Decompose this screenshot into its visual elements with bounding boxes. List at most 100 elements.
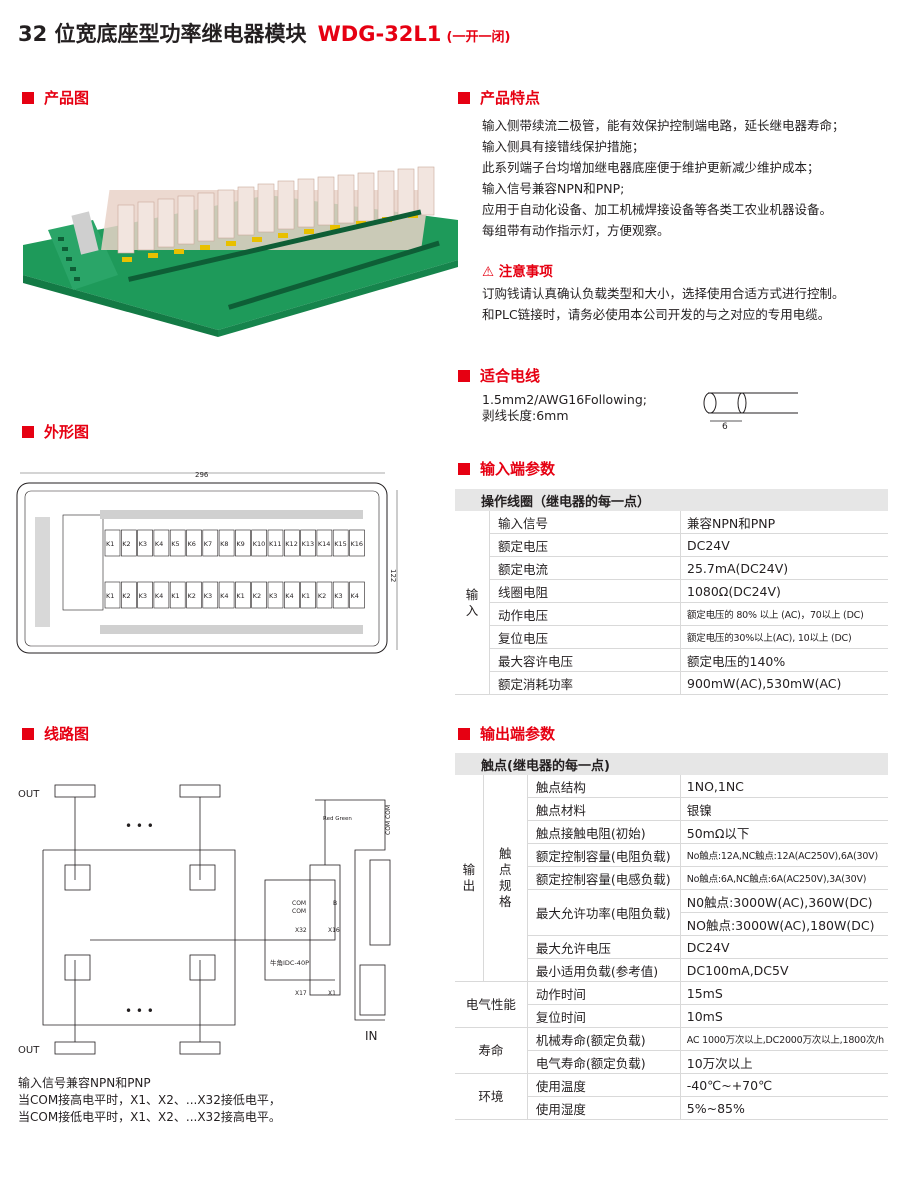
row-label: 机械寿命(额定负载) [526, 1027, 681, 1051]
relay-label: K2 [122, 540, 130, 548]
row-label: 最小适用负载(参考值) [526, 958, 681, 982]
section-marker [458, 462, 470, 475]
row-value: 额定电压的 80% 以上 (AC)，70以上 (DC) [680, 602, 888, 626]
com-label-rotated: COM COM [385, 805, 392, 835]
circuit-diagram: OUT OUT • • • • • • IN 牛角IDC-40P COM COM… [18, 784, 392, 1056]
wire-gauge: 1.5mm2/AWG16Following; [482, 392, 647, 407]
env-group-label: 环境 [455, 1073, 528, 1120]
relay-outline [153, 581, 170, 609]
section-label: 线路图 [44, 725, 90, 743]
height-dim: 122 [389, 569, 397, 582]
relay-outline [349, 529, 365, 557]
x16-label: X16 [328, 927, 340, 934]
table-row: 触点接触电阻(初始)50mΩ以下 [455, 820, 888, 844]
section-features: 产品特点 [458, 87, 540, 108]
table-row: 输出 触点规格 触点结构 1NO,1NC [455, 775, 888, 982]
relay-outline [332, 581, 349, 609]
relay-outline [121, 529, 137, 557]
feature-item: 每组带有动作指示灯，方便观察。 [482, 223, 670, 238]
row-label: 触点结构 [526, 775, 681, 798]
row-value: DC24V [679, 935, 888, 959]
relay-outline [251, 529, 267, 557]
relay-label: K6 [188, 540, 196, 548]
table-row: 寿命 机械寿命(额定负载) AC 1000万次以上,DC2000万次以上,180… [455, 1027, 888, 1074]
row-label: 电气寿命(额定负载) [526, 1050, 681, 1074]
section-marker [22, 727, 34, 740]
b-label: B [333, 900, 337, 907]
relay-label: K9 [236, 540, 244, 548]
row-label: 线圈电阻 [489, 579, 681, 603]
relay-label: K4 [155, 592, 163, 600]
relay-outline [104, 529, 121, 557]
contact-group-label: 触点规格 [483, 775, 528, 982]
relay-label: K1 [236, 592, 244, 600]
width-dim: 296 [195, 471, 209, 479]
table-row: 电气性能 动作时间 15mS [455, 981, 888, 1028]
dots-top: • • • [125, 819, 154, 833]
row-value: 50mΩ以下 [679, 820, 888, 844]
relay-label: K10 [253, 540, 266, 548]
section-wire: 适合电线 [458, 365, 540, 386]
wire-spec: 1.5mm2/AWG16Following; 剥线长度:6mm [482, 392, 647, 424]
table-row: 动作电压额定电压的 80% 以上 (AC)，70以上 (DC) [455, 602, 888, 626]
table-row: 电气寿命(额定负载)10万次以上 [455, 1050, 888, 1074]
x17-label: X17 [295, 990, 307, 997]
section-marker [458, 369, 470, 382]
feature-item: 输入信号兼容NPN和PNP; [482, 181, 625, 196]
row-label: 使用温度 [526, 1073, 681, 1097]
relay-label: K16 [351, 540, 364, 548]
relay-outline [137, 529, 153, 557]
table-row: NO触点:3000W(AC),180W(DC) [455, 912, 888, 936]
relay-outline [121, 581, 137, 609]
feature-item: 此系列端子台均增加继电器底座便于维护更新减少维护成本； [482, 160, 820, 175]
relay-outline [186, 581, 202, 609]
relay-label: K4 [285, 592, 293, 600]
com1-label: COM [292, 900, 306, 907]
relay-outline [283, 581, 300, 609]
row-value: 900mW(AC),530mW(AC) [680, 671, 888, 695]
table-row: 最大允许功率(电阻负载)N0触点:3000W(AC),360W(DC) [455, 889, 888, 936]
com2-label: COM [292, 908, 306, 915]
table-row: 额定控制容量(电感负载)No触点:6A,NC触点:6A(AC250V),3A(3… [455, 866, 888, 890]
relay-outline [300, 529, 316, 557]
row-value: 额定电压的140% [680, 648, 888, 672]
section-label: 产品特点 [480, 89, 541, 107]
section-marker [22, 425, 34, 438]
relay-outline [218, 581, 235, 609]
relay-outline [267, 581, 284, 609]
section-label: 输出端参数 [480, 725, 556, 743]
row-label: 额定电压 [489, 533, 681, 557]
table-row: 最大容许电压额定电压的140% [455, 648, 888, 672]
section-circuit: 线路图 [22, 723, 89, 744]
row-label: 使用湿度 [526, 1096, 681, 1120]
row-label: 额定控制容量(电阻负载) [526, 843, 681, 867]
relay-outline [235, 581, 251, 609]
row-value: -40℃~+70℃ [679, 1073, 888, 1097]
group-text: 输出 [462, 862, 476, 893]
relay-label: K2 [122, 592, 130, 600]
row-value: 10mS [679, 1004, 888, 1028]
row-label: 触点材料 [526, 797, 681, 821]
relay-outline [104, 581, 121, 609]
caution-body: 订购钱请认真确认负载类型和大小，选择使用合适方式进行控制。 和PLC链接时，请务… [482, 283, 845, 325]
row-label: 额定消耗功率 [489, 671, 681, 695]
row-label: 额定电流 [489, 556, 681, 580]
feature-item: 应用于自动化设备、加工机械焊接设备等各类工农业机器设备。 [482, 202, 833, 217]
table-row: 输入 输入信号 兼容NPN和PNP [455, 511, 888, 695]
row-value: N0触点:3000W(AC),360W(DC) [679, 889, 888, 913]
section-label: 外形图 [44, 423, 90, 441]
relay-label: K12 [285, 540, 298, 548]
row-label: 复位电压 [489, 625, 681, 649]
relay-label: K8 [220, 540, 228, 548]
relay-outline [169, 581, 186, 609]
row-value: NO触点:3000W(AC),180W(DC) [679, 912, 888, 936]
row-label: 输入信号 [489, 511, 681, 534]
section-label: 产品图 [44, 89, 90, 107]
row-value: DC24V [680, 533, 888, 557]
wire-icon: 6 [703, 392, 798, 430]
